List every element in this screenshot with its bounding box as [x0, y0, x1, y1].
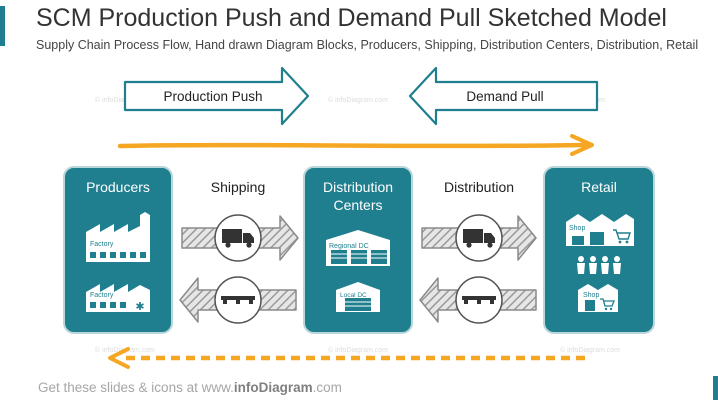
shipping-label: Shipping	[211, 179, 266, 195]
shop-label: Shop	[569, 225, 585, 232]
local-dc-label: Local DC	[340, 292, 367, 299]
page-subtitle: Supply Chain Process Flow, Hand drawn Di…	[36, 38, 699, 52]
retail-block: Retail Shop Shop	[543, 166, 655, 334]
watermark: © infoDiagram.com	[328, 346, 388, 354]
footer-suffix: .com	[312, 380, 342, 395]
producers-title: Producers	[86, 179, 150, 195]
demand-pull-arrow: Demand Pull	[408, 66, 599, 126]
svg-text:✱: ✱	[135, 301, 144, 313]
producers-block: Producers Factory ✱ Factory	[63, 166, 173, 334]
footer-brand[interactable]: infoDiagram	[233, 380, 313, 395]
shop-icon	[578, 284, 618, 312]
production-push-label: Production Push	[163, 89, 262, 104]
orange-pull-dashed-line	[108, 347, 585, 369]
distribution-centers-title-line1: Distribution	[323, 179, 393, 195]
pallet-icon	[455, 276, 503, 324]
footer-prefix: Get these slides & icons at www.	[38, 380, 234, 395]
warehouse-icon	[326, 230, 390, 266]
factory-label: Factory	[90, 292, 114, 299]
production-push-arrow: Production Push	[123, 66, 310, 126]
demand-pull-label: Demand Pull	[466, 89, 543, 104]
distribution-centers-block: Distribution Centers Regional DC Local D…	[303, 166, 413, 334]
delivery-truck-icon	[455, 214, 503, 262]
title-accent-bar	[0, 6, 5, 46]
factory-icon	[86, 212, 150, 262]
distribution-centers-title-line2: Centers	[333, 197, 382, 213]
watermark: © infoDiagram.com	[560, 346, 620, 354]
footer-credit: Get these slides & icons at www.infoDiag…	[38, 380, 342, 395]
regional-dc-label: Regional DC	[329, 243, 369, 250]
truck-icon	[214, 214, 262, 262]
pallet-icon	[214, 276, 262, 324]
warehouse-icon	[336, 282, 380, 312]
customers-icon	[577, 256, 621, 274]
shop-label: Shop	[583, 292, 599, 299]
orange-push-line	[117, 134, 594, 156]
corner-accent-bar	[713, 376, 718, 400]
retail-title: Retail	[581, 179, 617, 195]
watermark: © infoDiagram.com	[328, 96, 388, 104]
distribution-label: Distribution	[444, 179, 514, 195]
shop-icon	[566, 214, 634, 246]
factory-label: Factory	[90, 241, 114, 248]
factory-icon: ✱	[86, 284, 150, 313]
page-title: SCM Production Push and Demand Pull Sket…	[36, 4, 667, 32]
